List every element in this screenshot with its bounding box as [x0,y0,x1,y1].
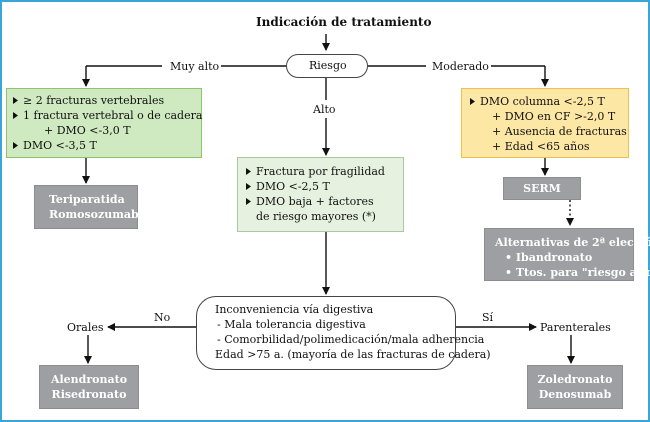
treatment-name: Risedronato [51,388,127,401]
serm-label: SERM [523,182,561,195]
treatment-name: Alendronato [50,373,128,386]
risk-moderate-label: Moderado [430,60,491,73]
very-high-item: ≥ 2 fracturas vertebrales [13,93,201,108]
parenteral-treatment-box: Zoledronato Denosumab [527,365,623,409]
alternatives-title: Alternativas de 2ª elección [495,236,650,249]
high-item: DMO <-2,5 T [246,179,403,194]
treatment-name: Zoledronato [537,373,613,386]
branch-no-label: No [154,311,171,324]
bullet-icon [246,179,251,190]
high-item: de riesgo mayores (*) [256,210,376,223]
treatment-name: Denosumab [538,388,612,401]
bullet-icon [13,138,18,149]
high-item: DMO baja + factores [246,194,403,209]
alternatives-box: Alternativas de 2ª elección • Ibandronat… [484,228,650,281]
bullet-icon [246,164,251,175]
alternatives-item: • Ibandronato [505,251,593,264]
risk-very-high-label: Muy alto [168,60,222,73]
moderate-item: + Edad <65 años [492,140,590,153]
high-item: Fractura por fragilidad [246,164,403,179]
branch-yes-label: Sí [482,311,494,324]
dotted-arrowhead [566,218,574,226]
moderate-item: + DMO en CF >-2,0 T [492,110,616,123]
digestive-line: Edad >75 a. (mayoría de las fracturas de… [215,348,491,361]
high-criteria-box: Fractura por fragilidad DMO <-2,5 T DMO … [237,157,404,232]
oral-treatment-box: Alendronato Risedronato [39,365,139,409]
alternatives-item: • Ttos. para "riesgo alto" [505,266,650,279]
risk-label: Riesgo [309,59,347,72]
risk-high-label: Alto [313,103,336,116]
very-high-item: + DMO <-3,0 T [44,124,131,137]
very-high-treatment-box: Teriparatida Romosozumab [34,185,139,229]
serm-box: SERM [503,177,581,200]
moderate-item: + Ausencia de fracturas [492,125,627,138]
risk-node: Riesgo [286,54,368,78]
very-high-item: 1 fractura vertebral o de cadera [13,108,202,123]
diagram-title: Indicación de tratamiento [256,15,432,29]
moderate-item: DMO columna <-2,5 T [470,94,628,109]
bullet-icon [13,93,18,104]
very-high-item: DMO <-3,5 T [13,138,201,153]
bullet-icon [470,94,475,105]
digestive-inconvenience-box: Inconveniencia vía digestiva - Mala tole… [196,296,491,370]
very-high-criteria-box: ≥ 2 fracturas vertebrales 1 fractura ver… [6,88,202,158]
bullet-icon [246,194,251,205]
treatment-name: Romosozumab [49,208,139,221]
digestive-title: Inconveniencia vía digestiva [215,303,374,316]
treatment-name: Teriparatida [49,193,125,206]
moderate-criteria-box: DMO columna <-2,5 T + DMO en CF >-2,0 T … [461,88,629,158]
parenteral-label: Parenterales [540,321,611,334]
oral-label: Orales [67,321,104,334]
digestive-line: - Mala tolerancia digestiva [217,318,366,331]
digestive-line: - Comorbilidad/polimedicación/mala adher… [217,333,485,346]
bullet-icon [13,108,18,119]
